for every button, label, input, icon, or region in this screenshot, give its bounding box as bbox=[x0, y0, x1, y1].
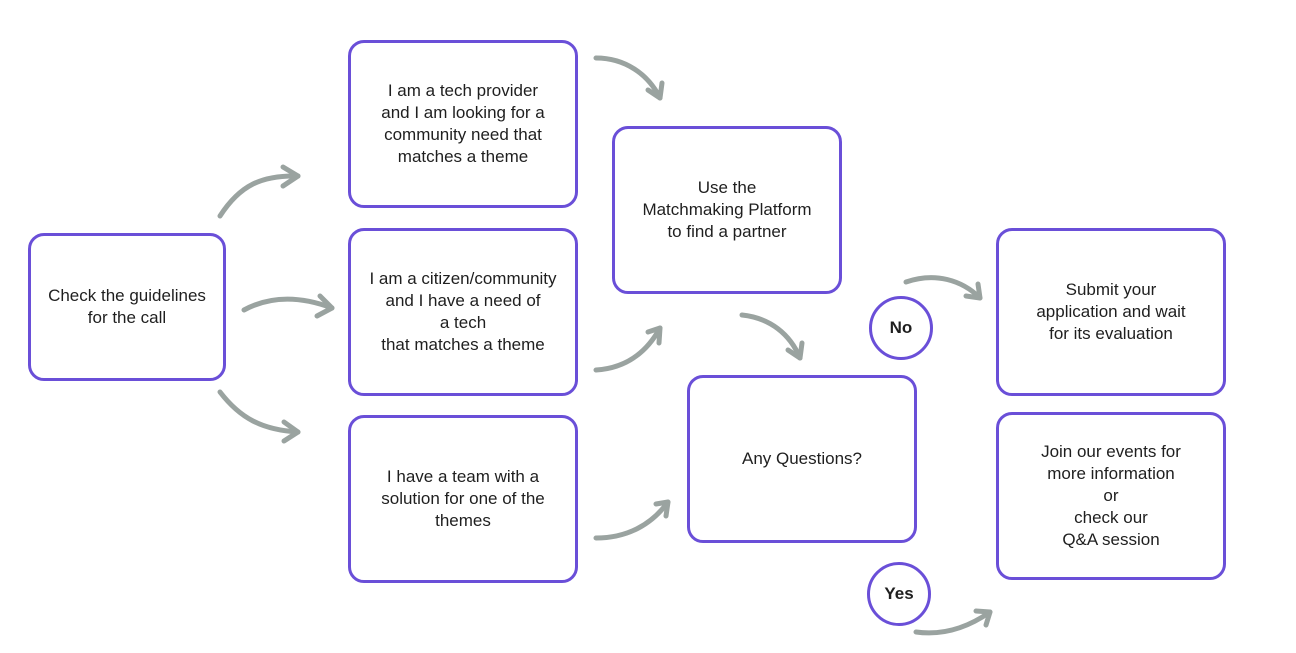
node-team: I have a team with a solution for one of… bbox=[348, 415, 578, 583]
arrow-guidelines-to-citizen bbox=[241, 293, 335, 319]
arrow-no-to-submit bbox=[903, 275, 983, 301]
arrow-tech-provider-to-matchmaking bbox=[593, 55, 665, 101]
arrow-guidelines-to-team bbox=[217, 389, 301, 444]
arrow-matchmaking-to-questions bbox=[739, 312, 805, 361]
decision-no: No bbox=[869, 296, 933, 360]
decision-yes: Yes bbox=[867, 562, 931, 626]
arrow-team-to-questions bbox=[593, 499, 671, 541]
node-citizen: I am a citizen/community and I have a ne… bbox=[348, 228, 578, 396]
node-submit: Submit your application and wait for its… bbox=[996, 228, 1226, 396]
node-tech-provider: I am a tech provider and I am looking fo… bbox=[348, 40, 578, 208]
arrow-guidelines-to-tech-provider bbox=[217, 164, 301, 219]
node-guidelines: Check the guidelines for the call bbox=[28, 233, 226, 381]
node-questions: Any Questions? bbox=[687, 375, 917, 543]
arrow-yes-to-events bbox=[913, 608, 993, 636]
arrow-citizen-to-matchmaking bbox=[593, 325, 663, 373]
node-events: Join our events for more information or … bbox=[996, 412, 1226, 580]
node-matchmaking: Use the Matchmaking Platform to find a p… bbox=[612, 126, 842, 294]
